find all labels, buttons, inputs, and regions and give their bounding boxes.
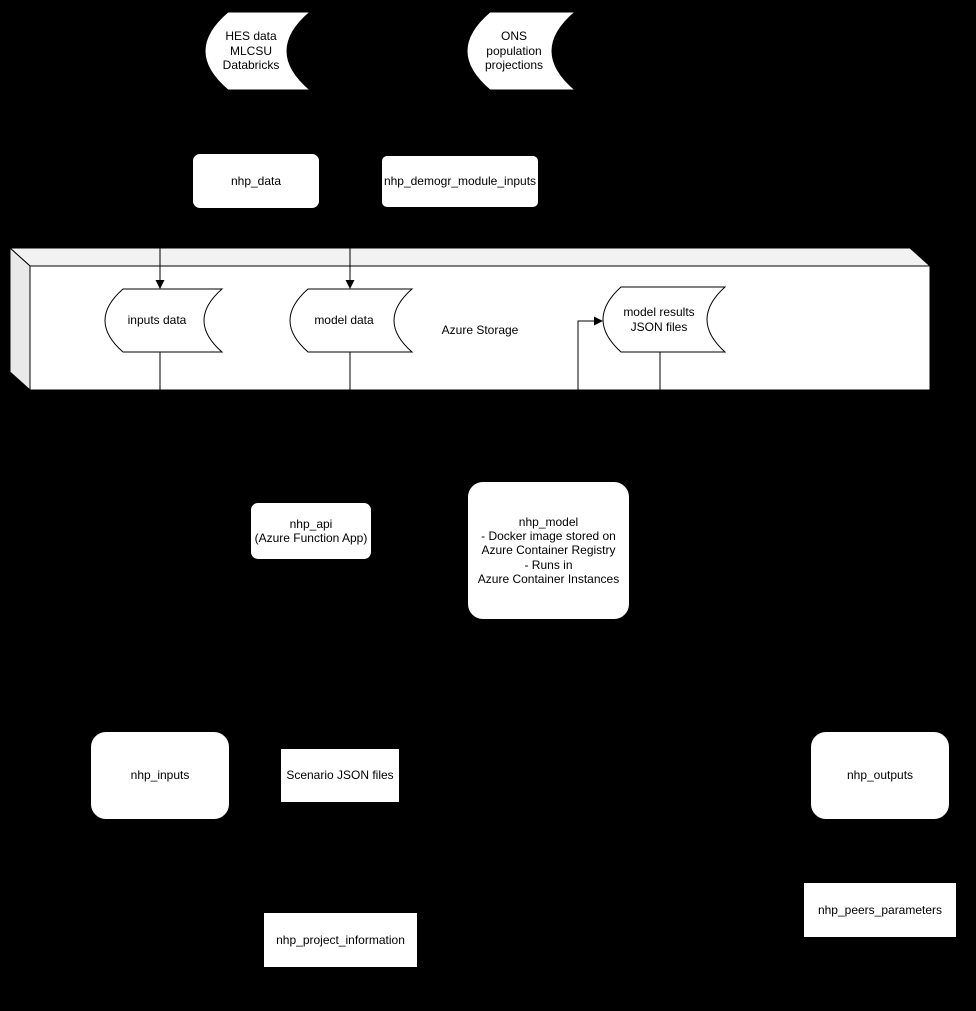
inputs-data-storage-shape xyxy=(104,288,224,353)
nhp-data-node: nhp_data xyxy=(192,153,320,209)
arrowheads xyxy=(155,280,603,326)
arrowhead-into-inputs-data xyxy=(155,280,165,289)
nhp-inputs-node: nhp_inputs xyxy=(90,731,230,820)
ons-population-storage-shape xyxy=(466,11,577,91)
hes-data-storage-shape xyxy=(204,11,312,91)
nhp-peers-parameters-node: nhp_peers_parameters xyxy=(803,882,957,938)
arrowhead-into-model-results xyxy=(594,316,603,326)
model-data-storage-shape xyxy=(289,288,414,353)
nhp-project-information-node: nhp_project_information xyxy=(263,912,418,968)
connectors xyxy=(159,208,661,460)
azure-storage-box-side-face xyxy=(9,246,31,392)
arrowhead-into-model-data xyxy=(345,280,355,289)
scenario-json-files-node: Scenario JSON files xyxy=(280,748,400,803)
edge-into-model-results xyxy=(577,320,594,460)
nhp-demogr-module-inputs-node: nhp_demogr_module_inputs xyxy=(381,155,539,208)
azure-storage-box-top-face xyxy=(8,247,932,267)
edge-nhp-data-to-inputs-data xyxy=(159,209,257,281)
nhp-outputs-node: nhp_outputs xyxy=(810,731,950,820)
model-results-storage-shape xyxy=(602,286,727,353)
edge-nhp-demogr-to-model-data xyxy=(349,208,461,281)
data-storage-shapes xyxy=(104,11,727,353)
nhp-model-node: nhp_model - Docker image stored on Azure… xyxy=(467,481,630,620)
nhp-api-node: nhp_api (Azure Function App) xyxy=(250,502,372,560)
